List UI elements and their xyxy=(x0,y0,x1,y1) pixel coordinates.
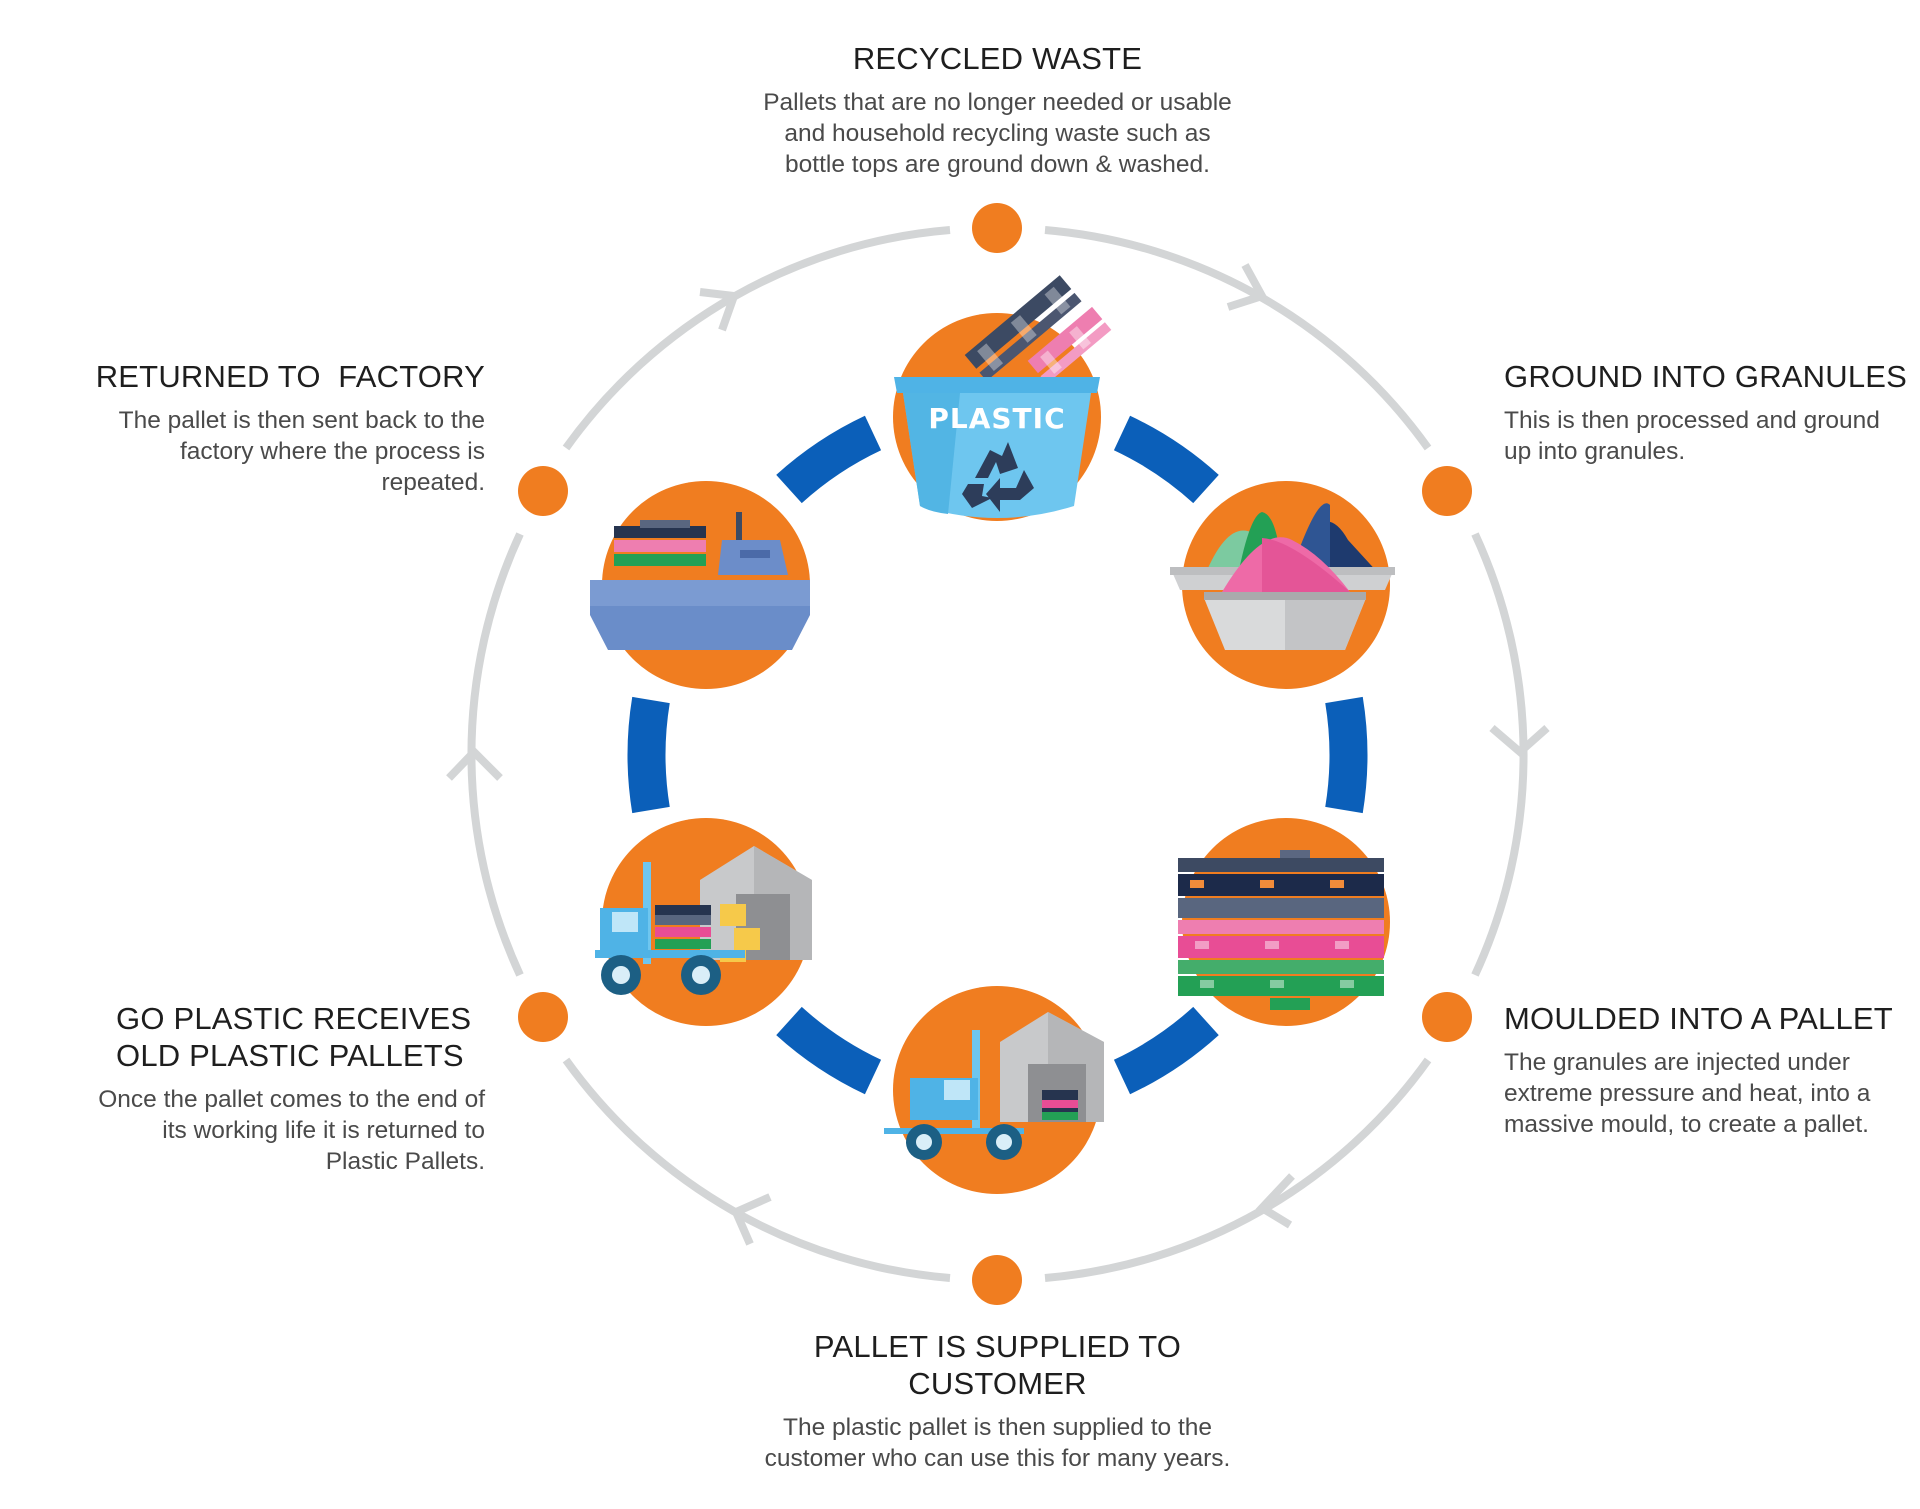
step-recycled-waste: RECYCLED WASTE Pallets that are no longe… xyxy=(700,40,1295,180)
connector-arc xyxy=(1113,1006,1219,1095)
step-pallet-supplied: PALLET IS SUPPLIED TO CUSTOMER The plast… xyxy=(700,1328,1295,1474)
node-dot xyxy=(518,992,568,1042)
step-description: The pallet is then sent back to the fact… xyxy=(118,407,485,496)
inner-connectors xyxy=(627,415,1368,1095)
step-description: Pallets that are no longer needed or usa… xyxy=(763,89,1232,178)
arrow-right-icon xyxy=(1489,724,1550,758)
step-returned-to-factory: RETURNED TO FACTORY The pallet is then s… xyxy=(60,358,485,498)
arrow-bottom-left-icon xyxy=(730,1193,772,1246)
node-dot xyxy=(972,1255,1022,1305)
cargo-ship-icon xyxy=(590,481,810,689)
step-title: RECYCLED WASTE xyxy=(852,41,1143,76)
granules-tray-icon xyxy=(1170,481,1395,689)
step-ground-into-granules: GROUND INTO GRANULES This is then proces… xyxy=(1504,358,1914,467)
ring-arc-top-right xyxy=(1044,226,1432,451)
ring-arc-bottom-left xyxy=(562,1057,951,1282)
step-description: Once the pallet comes to the end of its … xyxy=(98,1086,485,1175)
arrow-top-right-icon xyxy=(1226,263,1268,311)
direction-arrows xyxy=(446,263,1550,1246)
ring-arc-top-left xyxy=(562,226,951,451)
step-moulded-into-pallet: MOULDED INTO A PALLET The granules are i… xyxy=(1504,1000,1914,1140)
node-dot xyxy=(1422,992,1472,1042)
arrow-top-left-icon xyxy=(699,288,740,332)
step-title: PALLET IS SUPPLIED TO CUSTOMER xyxy=(813,1329,1182,1401)
step-title: GROUND INTO GRANULES xyxy=(1504,359,1908,394)
connector-arc xyxy=(776,415,882,504)
step-title: MOULDED INTO A PALLET xyxy=(1504,1001,1893,1036)
node-dot xyxy=(1422,466,1472,516)
ring-nodes xyxy=(518,203,1472,1305)
connector-arc xyxy=(1325,696,1368,814)
node-dot xyxy=(972,203,1022,253)
step-title: RETURNED TO FACTORY xyxy=(95,359,485,394)
step-title: GO PLASTIC RECEIVES OLD PLASTIC PALLETS xyxy=(116,1001,472,1073)
stacked-pallets-icon xyxy=(1178,818,1390,1026)
step-description: This is then processed and ground up int… xyxy=(1504,407,1880,465)
connector-arc xyxy=(627,696,670,814)
forklift-warehouse-boxes-icon xyxy=(595,818,812,1026)
forklift-warehouse-icon xyxy=(884,986,1104,1194)
connector-arc xyxy=(776,1006,882,1095)
connector-arc xyxy=(1113,415,1219,504)
arrow-bottom-right-icon xyxy=(1255,1173,1295,1229)
ring-arc-right xyxy=(1471,532,1528,977)
arrow-left-icon xyxy=(446,746,503,781)
step-description: The plastic pallet is then supplied to t… xyxy=(764,1414,1231,1472)
bin-label: PLASTIC xyxy=(928,402,1065,435)
step-go-plastic-receives: GO PLASTIC RECEIVES OLD PLASTIC PALLETS … xyxy=(40,1000,485,1177)
recycling-bin-icon: PLASTIC xyxy=(893,275,1112,521)
node-dot xyxy=(518,466,568,516)
step-description: The granules are injected under extreme … xyxy=(1504,1049,1871,1138)
